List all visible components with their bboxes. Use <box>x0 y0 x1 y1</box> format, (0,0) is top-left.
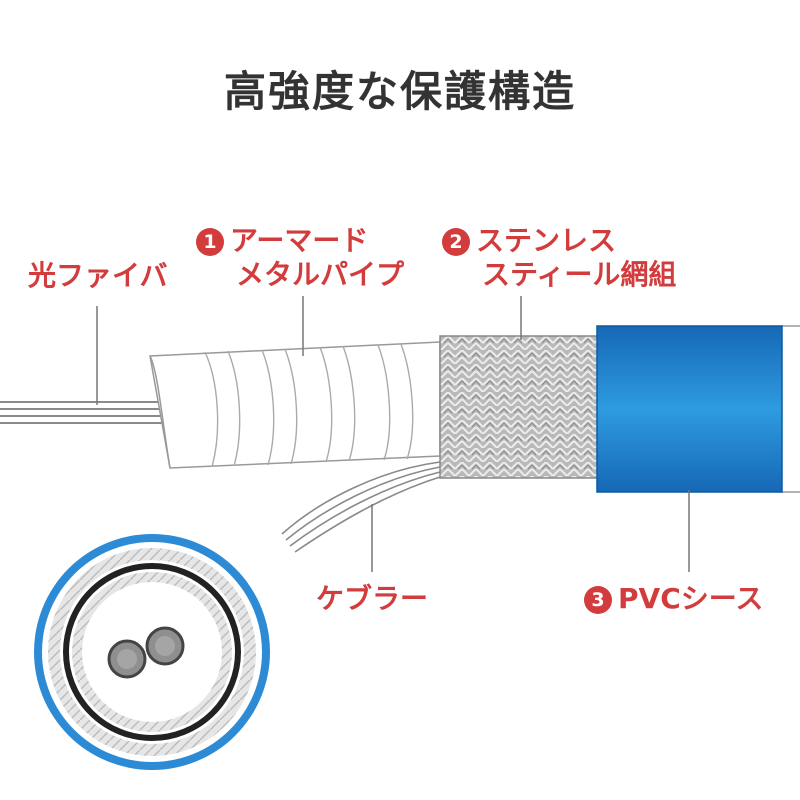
label-kevlar: ケブラー <box>316 582 429 615</box>
page-title: 高強度な保護構造 <box>223 67 576 116</box>
badge-1: 1 <box>196 228 224 256</box>
badge-3: 3 <box>584 586 612 614</box>
optical-fiber-strands <box>0 401 170 424</box>
badge-2: 2 <box>442 228 470 256</box>
kevlar-strands <box>281 461 441 553</box>
stainless-braid <box>439 335 601 479</box>
pvc-sheath <box>596 325 800 493</box>
cable-cross-section <box>34 534 270 770</box>
leader-lines <box>96 296 690 572</box>
armored-metal-pipe <box>149 341 441 469</box>
label-optical-fiber: 光ファイバ <box>28 259 168 292</box>
